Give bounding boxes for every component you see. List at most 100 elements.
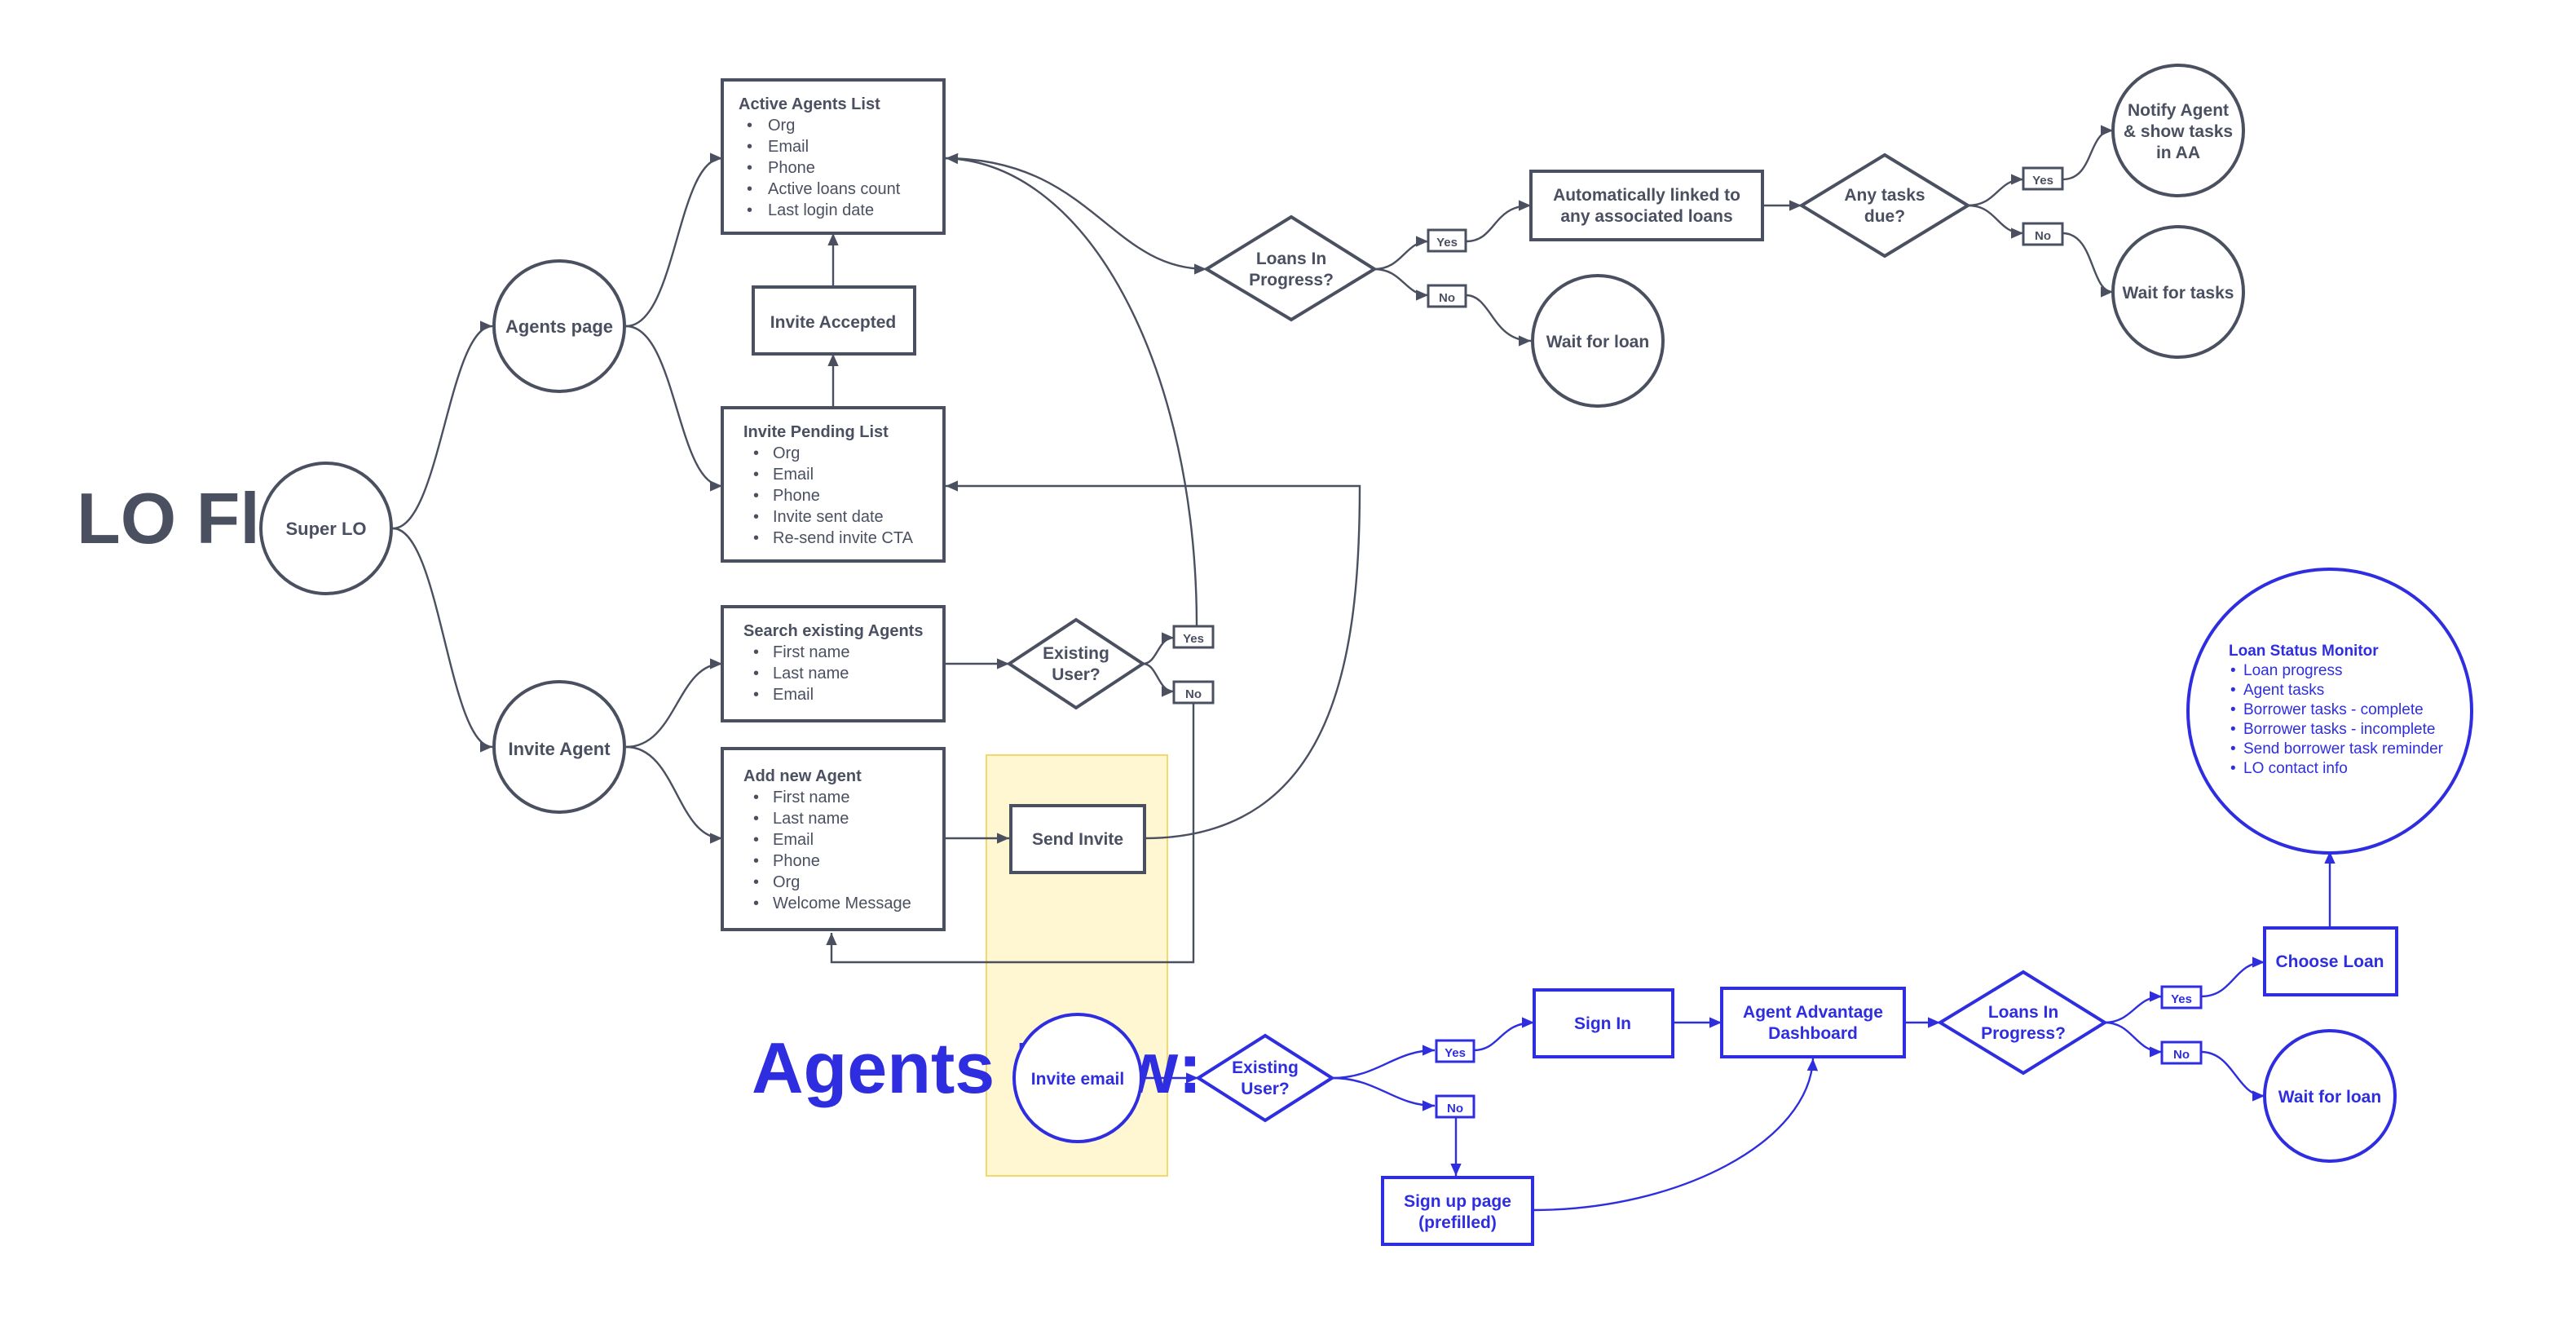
svg-text:•: •: [747, 159, 752, 177]
agent-connectors: [1141, 851, 2336, 1212]
svg-text:•: •: [747, 180, 752, 198]
svg-text:due?: due?: [1864, 207, 1905, 226]
agent-loans-in-progress-decision: Loans In Progress?: [1937, 970, 2108, 1076]
badge-no-loans: No: [1427, 284, 1467, 308]
svg-text:No: No: [1185, 687, 1202, 701]
auto-linked-box: Automatically linked to any associated l…: [1529, 170, 1764, 241]
notify-agent-node: Notify Agent & show tasks in AA: [2111, 64, 2245, 197]
svg-text:•: •: [747, 201, 752, 219]
svg-text:& show tasks: & show tasks: [2124, 122, 2233, 141]
lo-connectors: [392, 125, 2114, 964]
svg-text:User?: User?: [1241, 1080, 1290, 1098]
list-item: Loan progress: [2243, 662, 2342, 679]
loan-status-monitor-node: Loan Status Monitor •Loan progress •Agen…: [2186, 568, 2473, 855]
lo-badges: Yes No Yes No Yes No: [1172, 166, 2064, 705]
list-item: Phone: [773, 487, 820, 505]
svg-text:Yes: Yes: [1183, 632, 1204, 646]
list-item: LO contact info: [2243, 760, 2348, 777]
svg-text:Notify Agent: Notify Agent: [2128, 101, 2229, 120]
svg-text:•: •: [753, 895, 759, 912]
svg-text:•: •: [753, 466, 759, 484]
svg-text:Existing: Existing: [1232, 1058, 1299, 1077]
svg-text:Progress?: Progress?: [1249, 271, 1334, 289]
svg-text:No: No: [1447, 1102, 1463, 1116]
choose-loan-box: Choose Loan: [2263, 926, 2398, 996]
wait-for-tasks-node: Wait for tasks: [2111, 225, 2245, 359]
add-new-agent-box: Add new Agent •First name •Last name •Em…: [721, 747, 946, 931]
svg-text:•: •: [753, 686, 759, 704]
list-item: Send borrower task reminder: [2243, 740, 2444, 758]
loans-in-progress-decision: Loans In Progress?: [1203, 214, 1378, 322]
badge-yes-agent-loans: Yes: [2160, 985, 2203, 1010]
badge-yes-agent-existing: Yes: [1435, 1039, 1475, 1063]
list-item: Phone: [768, 159, 815, 177]
agent-existing-user-decision: Existing User?: [1195, 1033, 1335, 1123]
svg-text:Wait for loan: Wait for loan: [2278, 1088, 2381, 1107]
invite-agent-node: Invite Agent: [492, 680, 626, 814]
list-item: Email: [773, 831, 814, 849]
badge-yes-loans: Yes: [1427, 228, 1467, 253]
svg-text:•: •: [2230, 682, 2236, 699]
badge-no-agent-loans: No: [2160, 1040, 2203, 1065]
svg-text:•: •: [753, 810, 759, 828]
badge-yes-tasks: Yes: [2022, 166, 2064, 191]
list-item: Last login date: [768, 201, 874, 219]
svg-text:Yes: Yes: [2171, 992, 2192, 1006]
svg-text:Loans In: Loans In: [1256, 250, 1326, 268]
svg-text:•: •: [753, 643, 759, 661]
svg-text:Wait for tasks: Wait for tasks: [2123, 284, 2234, 303]
badge-no-agent-existing: No: [1435, 1094, 1475, 1119]
svg-text:•: •: [753, 508, 759, 526]
existing-user-decision: Existing User?: [1006, 617, 1146, 710]
list-item: Last name: [773, 810, 849, 828]
badge-yes-existing: Yes: [1172, 625, 1215, 649]
list-item: Active loans count: [768, 180, 901, 198]
svg-text:•: •: [753, 487, 759, 505]
any-tasks-due-decision: Any tasks due?: [1798, 152, 1971, 258]
svg-text:•: •: [2230, 740, 2236, 758]
svg-text:•: •: [753, 852, 759, 870]
svg-text:•: •: [753, 873, 759, 891]
svg-text:•: •: [2230, 760, 2236, 777]
list-item: Borrower tasks - incomplete: [2243, 721, 2435, 738]
invite-pending-list-box: Invite Pending List •Org •Email •Phone •…: [721, 406, 946, 563]
svg-text:•: •: [753, 444, 759, 462]
svg-text:any associated loans: any associated loans: [1560, 207, 1732, 226]
svg-text:Send Invite: Send Invite: [1032, 830, 1123, 849]
svg-text:Wait for loan: Wait for loan: [1546, 333, 1649, 351]
svg-text:Dashboard: Dashboard: [1768, 1024, 1858, 1043]
svg-text:Invite Accepted: Invite Accepted: [770, 313, 896, 332]
svg-text:•: •: [753, 529, 759, 547]
svg-text:Invite email: Invite email: [1031, 1070, 1124, 1089]
list-item: Welcome Message: [773, 895, 911, 912]
svg-text:Yes: Yes: [1436, 236, 1458, 250]
svg-text:•: •: [747, 117, 752, 135]
svg-text:Yes: Yes: [1445, 1046, 1466, 1060]
svg-text:Active Agents List: Active Agents List: [739, 95, 880, 113]
svg-text:Progress?: Progress?: [1981, 1024, 2066, 1043]
invite-email-node: Invite email: [1012, 1013, 1143, 1143]
agents-page-node: Agents page: [492, 259, 626, 393]
svg-text:Sign up page: Sign up page: [1404, 1192, 1511, 1211]
svg-text:•: •: [753, 665, 759, 683]
list-item: First name: [773, 789, 849, 806]
svg-text:Search existing Agents: Search existing Agents: [743, 622, 923, 640]
badge-no-tasks: No: [2022, 222, 2064, 246]
svg-text:Super LO: Super LO: [285, 519, 366, 539]
list-item: Last name: [773, 665, 849, 683]
dashboard-box: Agent Advantage Dashboard: [1720, 987, 1906, 1058]
list-item: Email: [773, 686, 814, 704]
svg-text:•: •: [753, 831, 759, 849]
invite-accepted-box: Invite Accepted: [752, 285, 916, 356]
list-item: First name: [773, 643, 849, 661]
list-item: Invite sent date: [773, 508, 884, 526]
svg-text:•: •: [747, 138, 752, 156]
agent-badges: Yes No Yes No: [1435, 985, 2203, 1119]
svg-text:No: No: [1439, 291, 1455, 305]
svg-text:No: No: [2173, 1048, 2190, 1062]
list-item: Org: [773, 873, 800, 891]
svg-text:Agent Advantage: Agent Advantage: [1743, 1003, 1883, 1022]
svg-text:•: •: [2230, 721, 2236, 738]
send-invite-box: Send Invite: [1009, 804, 1146, 874]
